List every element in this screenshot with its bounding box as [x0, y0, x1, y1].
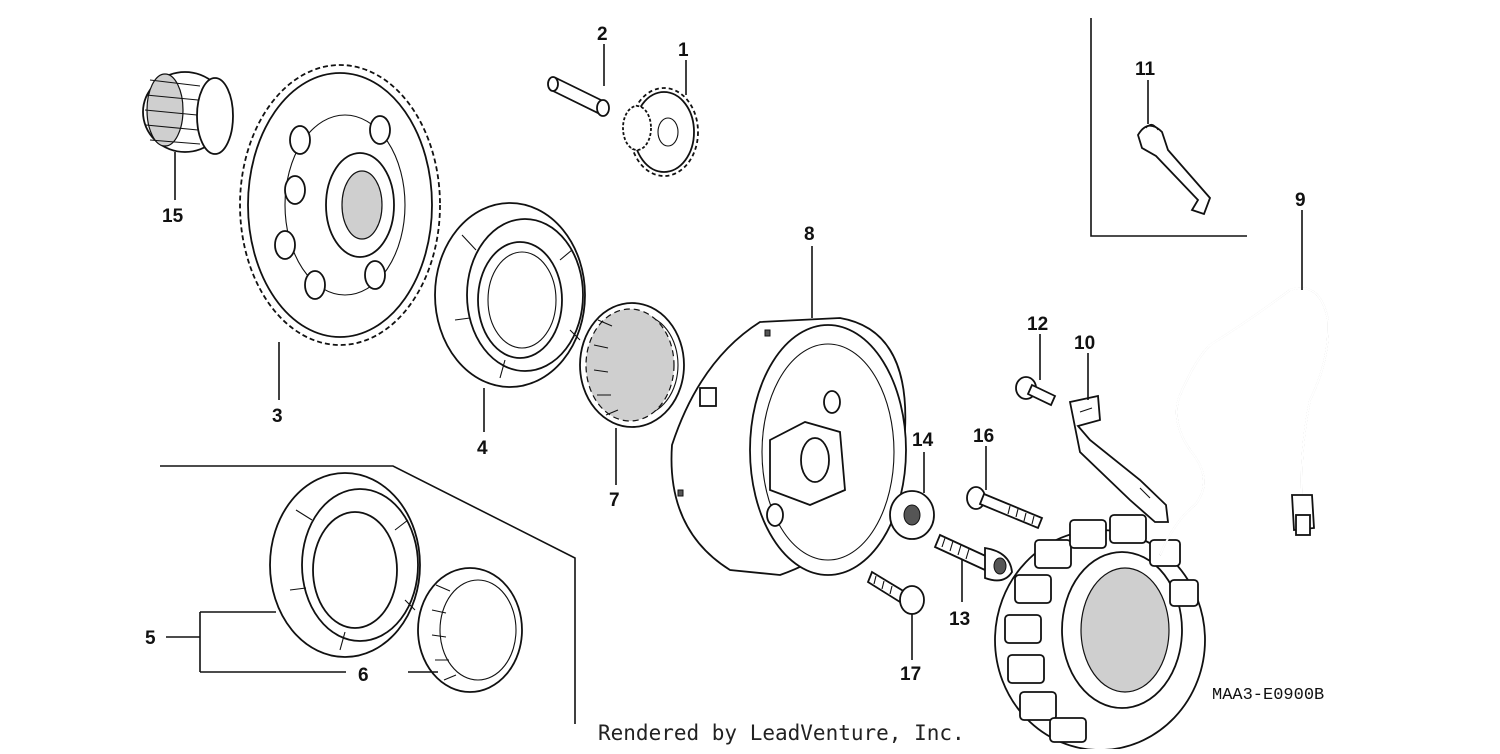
diagram-code: MAA3-E0900B — [1212, 686, 1324, 705]
part-1-reduction-gear[interactable] — [622, 87, 699, 177]
part-6-one-way-clutch[interactable] — [417, 567, 523, 693]
part-9-stator[interactable] — [994, 287, 1330, 751]
callout-5: 5 — [145, 628, 156, 649]
part-16-bolt[interactable] — [966, 486, 1044, 530]
callout-1: 1 — [678, 40, 689, 61]
part-5-clutch-outer-assembly[interactable] — [269, 472, 421, 658]
part-12-bolt[interactable] — [1015, 376, 1057, 407]
callout-13: 13 — [949, 609, 970, 630]
callout-9: 9 — [1295, 190, 1306, 211]
inset-box-line — [1090, 18, 1247, 237]
part-10-clamp-plate[interactable] — [1068, 394, 1170, 523]
part-15-needle-bearing[interactable] — [142, 71, 234, 155]
callout-16: 16 — [973, 426, 994, 447]
callout-4: 4 — [477, 438, 488, 459]
part-3-starter-driven-gear[interactable] — [239, 64, 441, 346]
callout-17: 17 — [900, 664, 921, 685]
subassembly-bracket-line — [160, 465, 576, 724]
callout-15: 15 — [162, 206, 184, 227]
callout-3: 3 — [272, 406, 283, 427]
callout-6: 6 — [358, 665, 369, 686]
leader-lines — [166, 44, 1303, 673]
callout-14: 14 — [912, 430, 934, 451]
part-17-bolt[interactable] — [866, 570, 925, 615]
callout-8: 8 — [804, 224, 815, 245]
callout-12: 12 — [1027, 314, 1048, 335]
part-14-washer[interactable] — [889, 490, 935, 540]
part-2-shaft[interactable] — [547, 76, 610, 117]
part-7-one-way-clutch[interactable] — [579, 302, 685, 428]
part-13-bolt[interactable] — [933, 533, 1013, 582]
callout-11: 11 — [1135, 59, 1156, 80]
part-4-clutch-outer[interactable] — [434, 202, 586, 388]
render-credit: Rendered by LeadVenture, Inc. — [598, 721, 965, 745]
part-11-guide-clip[interactable] — [1137, 123, 1212, 216]
part-8-flywheel[interactable] — [670, 317, 907, 576]
callout-10: 10 — [1074, 333, 1095, 354]
callout-labels: 1 2 3 4 5 6 7 8 9 10 11 12 13 14 15 16 1… — [145, 24, 1306, 686]
callout-7: 7 — [609, 490, 620, 511]
callout-2: 2 — [597, 24, 608, 45]
